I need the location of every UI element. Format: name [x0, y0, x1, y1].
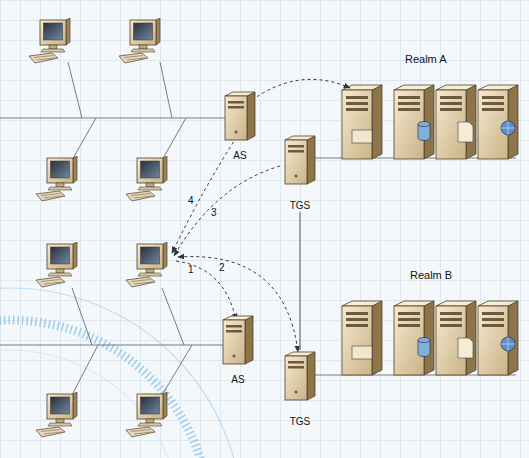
server-label: TGS [268, 200, 332, 212]
workstations [29, 18, 167, 437]
realm-label: Realm B [410, 269, 452, 281]
trust-link [299, 212, 300, 350]
server-icon [283, 134, 317, 186]
network-wires [0, 62, 516, 395]
security-arcs [0, 288, 242, 458]
server-icon [283, 350, 317, 402]
realm-a-servers [342, 85, 518, 159]
realm-label: Realm A [405, 53, 447, 65]
callout-number: 4 [188, 195, 194, 207]
server-label: AS [208, 374, 268, 386]
server-node: AS [220, 90, 260, 162]
message-arrows [172, 79, 350, 352]
realm-b-servers [342, 301, 518, 375]
server-icon [221, 314, 255, 366]
callout-number: 1 [188, 264, 194, 276]
server-node: AS [218, 314, 258, 386]
server-node: TGS [278, 350, 322, 428]
server-icon [223, 90, 257, 142]
server-label: TGS [268, 416, 332, 428]
callout-number: 2 [219, 262, 225, 274]
callout-number: 3 [211, 207, 217, 219]
server-label: AS [210, 150, 270, 162]
server-node: TGS [278, 134, 322, 212]
